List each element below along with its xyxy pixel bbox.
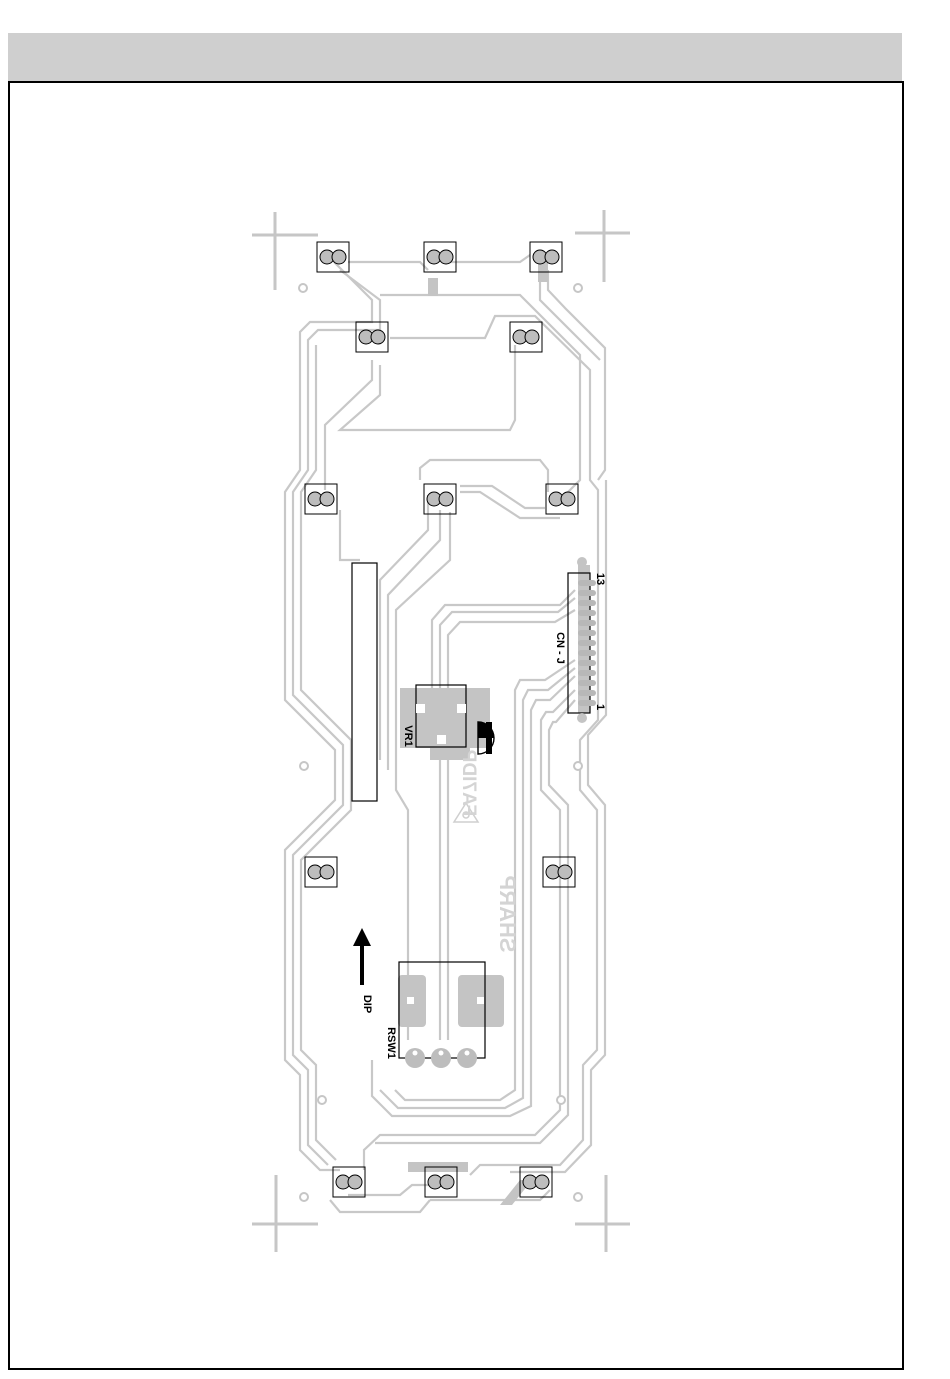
pad-row4-1: [305, 857, 337, 887]
pad-bottom-1: [333, 1167, 365, 1197]
connector-pin-last-label: 13: [594, 573, 606, 585]
crop-mark-top-right: [575, 210, 630, 282]
silkscreen-brand: SHARP: [495, 875, 520, 952]
crop-mark-bottom-right: [575, 1175, 630, 1252]
crop-mark-bottom-left: [252, 1175, 318, 1252]
pad-top-2: [424, 242, 456, 272]
connector-label: CN - J: [554, 632, 566, 664]
connector-pin-first-label: 1: [594, 704, 606, 710]
pad-row3-3: [546, 484, 578, 514]
pad-row2-1: [356, 322, 388, 352]
dip-label: DIP: [361, 995, 373, 1013]
pad-top-1: [317, 242, 349, 272]
dip-ic-outline: [352, 563, 377, 801]
silkscreen-code: FA7IDP: [458, 749, 479, 816]
rsw1-label: RSW1: [385, 1027, 397, 1059]
vr1-label: VR1: [402, 725, 414, 746]
dip-direction-arrow: [353, 928, 371, 985]
pad-row3-1: [305, 484, 337, 514]
crop-mark-top-left: [252, 212, 318, 290]
